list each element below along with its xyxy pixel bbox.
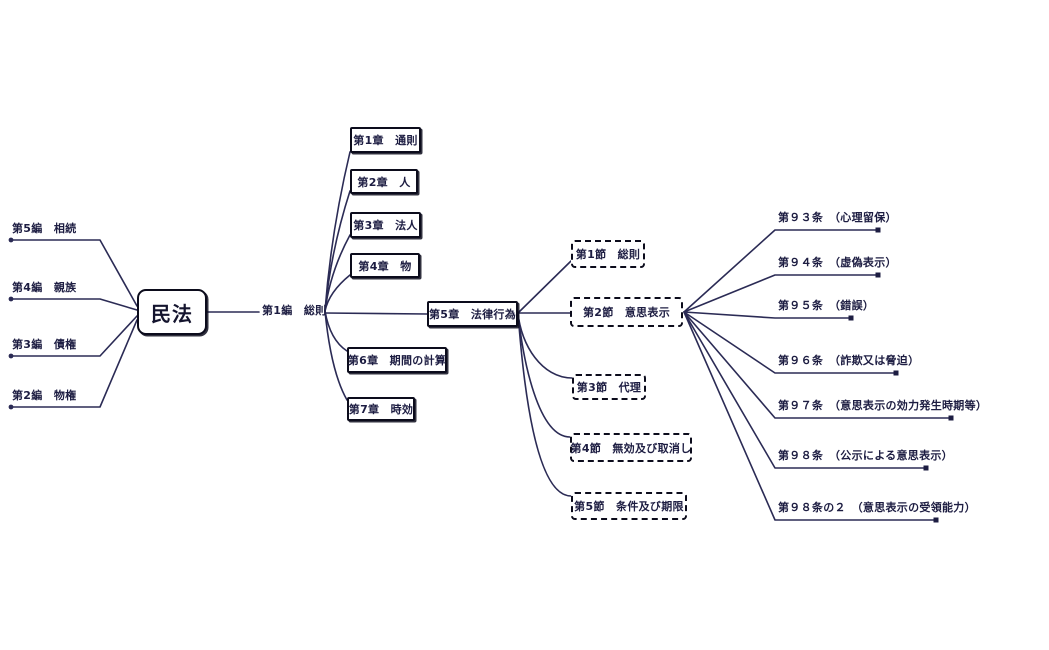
node-chapter-3[interactable]: 第3章 法人 <box>350 212 421 238</box>
article-end-square <box>848 315 854 321</box>
article-end-square <box>875 272 881 278</box>
article-end-square <box>923 465 929 471</box>
branch-end-dot <box>8 296 14 302</box>
node-article-95[interactable]: 第９５条 （錯誤） <box>778 299 875 312</box>
node-section-4[interactable]: 第4節 無効及び取消し <box>570 433 692 462</box>
node-section-1[interactable]: 第1節 総則 <box>571 240 645 268</box>
branch-end-dot <box>8 404 14 410</box>
article-end-square <box>893 370 899 376</box>
node-chapter-1[interactable]: 第1章 通則 <box>350 127 421 153</box>
node-section-5[interactable]: 第5節 条件及び期限 <box>571 492 687 520</box>
left-branch-connectors <box>8 237 138 410</box>
chapter-connectors <box>324 151 428 401</box>
node-part3-saiken[interactable]: 第3編 債権 <box>12 338 77 351</box>
article-connectors <box>683 227 954 523</box>
node-section-3[interactable]: 第3節 代理 <box>572 374 646 400</box>
branch-end-dot <box>8 353 14 359</box>
node-part1-sousoku[interactable]: 第1編 総則 <box>262 304 327 317</box>
node-article-97[interactable]: 第９７条 （意思表示の効力発生時期等） <box>778 399 988 412</box>
node-part5-souzoku[interactable]: 第5編 相続 <box>12 222 77 235</box>
node-chapter-2[interactable]: 第2章 人 <box>350 169 418 194</box>
node-chapter-4[interactable]: 第4章 物 <box>350 253 420 278</box>
branch-end-dot <box>8 237 14 243</box>
article-end-square <box>933 517 939 523</box>
node-article-96[interactable]: 第９６条 （詐欺又は脅迫） <box>778 354 920 367</box>
node-chapter-6[interactable]: 第6章 期間の計算 <box>347 347 447 373</box>
node-article-93[interactable]: 第９３条 （心理留保） <box>778 211 897 224</box>
node-part4-shinzoku[interactable]: 第4編 親族 <box>12 281 77 294</box>
node-chapter-7[interactable]: 第7章 時効 <box>347 397 415 421</box>
node-article-98[interactable]: 第９８条 （公示による意思表示） <box>778 449 953 462</box>
node-section-2[interactable]: 第2節 意思表示 <box>570 297 683 327</box>
node-article-98-2[interactable]: 第９８条の２ （意思表示の受領能力） <box>778 501 976 514</box>
article-end-square <box>948 415 954 421</box>
node-article-94[interactable]: 第９４条 （虚偽表示） <box>778 256 897 269</box>
article-end-square <box>875 227 881 233</box>
node-root-minpo[interactable]: 民法 <box>137 289 207 335</box>
node-chapter-5[interactable]: 第5章 法律行為 <box>427 301 518 327</box>
section-connectors <box>517 260 573 497</box>
node-part2-bukken[interactable]: 第2編 物権 <box>12 389 77 402</box>
